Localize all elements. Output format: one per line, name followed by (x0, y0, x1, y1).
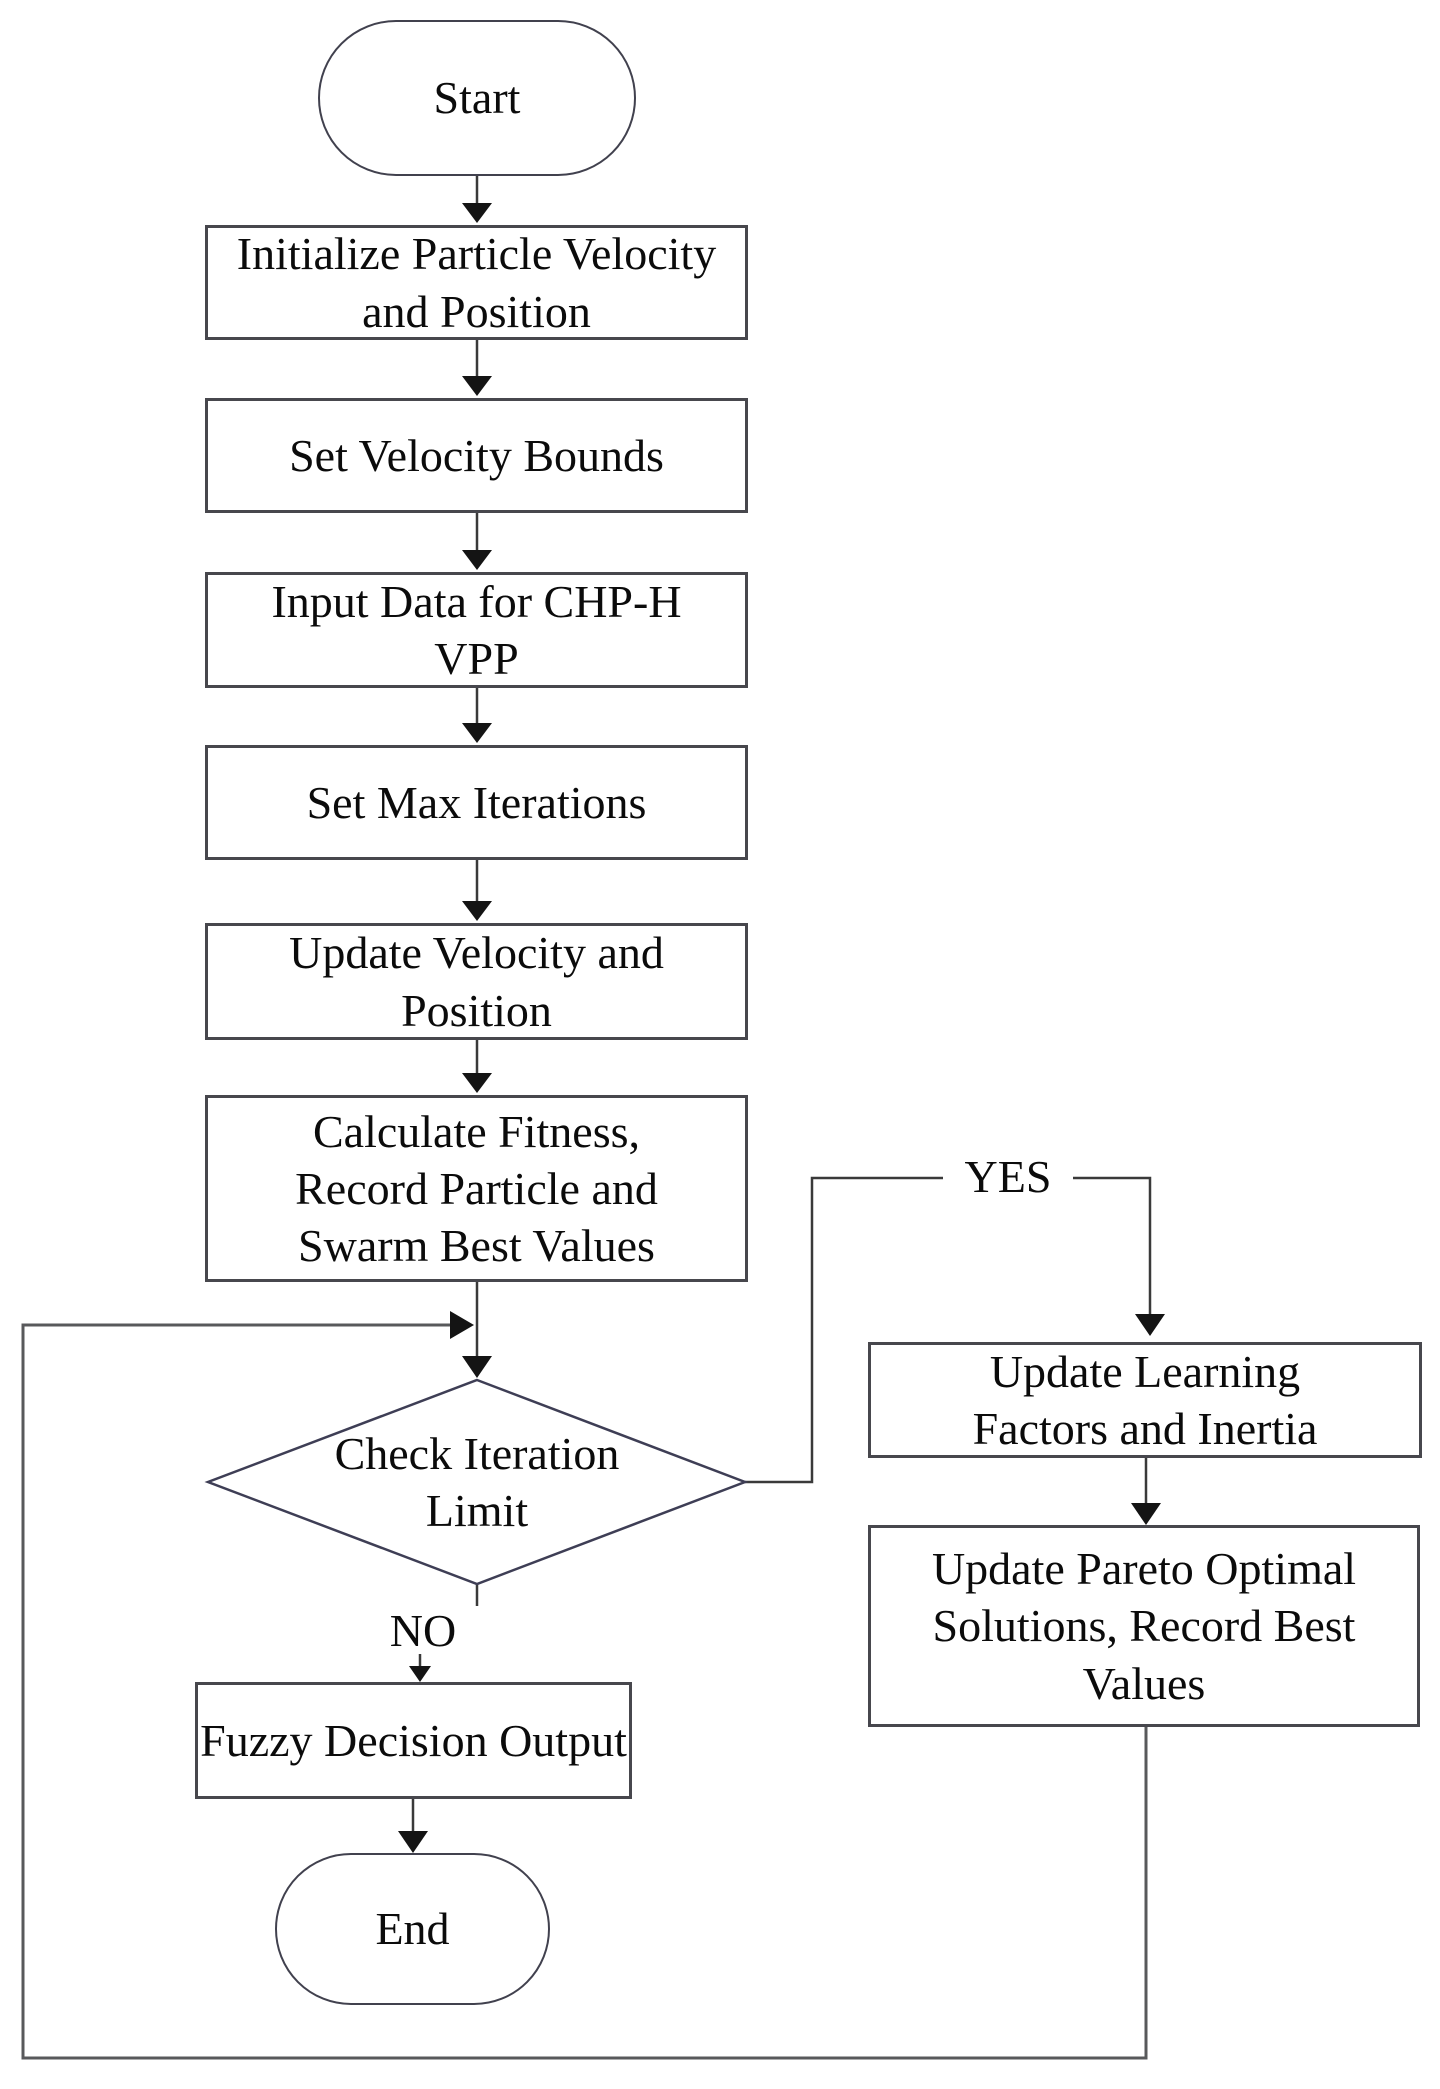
node-update-learning-factors: Update Learning Factors and Inertia (868, 1342, 1422, 1458)
flow-arrows-main-column (411, 175, 479, 1833)
feedback-loop-connector (21, 1323, 1148, 2060)
decision-diamond-shape (204, 1378, 749, 1586)
node-fuzzy-decision-output: Fuzzy Decision Output (195, 1682, 632, 1799)
node-update-velocity-position-label: Update Velocity and Position (289, 927, 664, 1036)
node-fuzzy-decision-output-label: Fuzzy Decision Output (200, 1714, 627, 1766)
node-initialize-particle-label: Initialize Particle Velocity and Positio… (236, 228, 717, 337)
node-check-iteration-limit-label: Check Iteration Limit (334, 1427, 620, 1536)
branch-label-yes: YES (943, 1154, 1073, 1200)
yes-branch-connector (745, 1176, 1152, 1505)
branch-label-no: NO (363, 1608, 483, 1654)
node-update-velocity-position: Update Velocity and Position (205, 923, 748, 1040)
node-initialize-particle: Initialize Particle Velocity and Positio… (205, 225, 748, 340)
node-start: Start (318, 20, 636, 176)
node-input-data-label: Input Data for CHP-H VPP (271, 575, 682, 684)
node-calculate-fitness: Calculate Fitness, Record Particle and S… (205, 1095, 748, 1282)
node-set-velocity-bounds-label: Set Velocity Bounds (289, 429, 664, 481)
node-update-pareto-optimal: Update Pareto Optimal Solutions, Record … (868, 1525, 1420, 1727)
branch-label-no-text: NO (389, 1605, 457, 1656)
node-check-iteration-limit: Check Iteration Limit (257, 1412, 697, 1552)
node-input-data: Input Data for CHP-H VPP (205, 572, 748, 688)
node-end-label: End (375, 1903, 450, 1955)
branch-label-yes-text: YES (964, 1151, 1052, 1202)
node-set-max-iterations: Set Max Iterations (205, 745, 748, 860)
node-set-max-iterations-label: Set Max Iterations (306, 776, 647, 828)
node-end: End (275, 1853, 550, 2005)
node-start-label: Start (433, 72, 521, 124)
node-set-velocity-bounds: Set Velocity Bounds (205, 398, 748, 513)
node-update-pareto-optimal-label: Update Pareto Optimal Solutions, Record … (931, 1543, 1357, 1709)
arrowheads (398, 203, 1165, 1853)
node-update-learning-factors-label: Update Learning Factors and Inertia (972, 1345, 1318, 1454)
node-calculate-fitness-label: Calculate Fitness, Record Particle and S… (295, 1105, 658, 1272)
